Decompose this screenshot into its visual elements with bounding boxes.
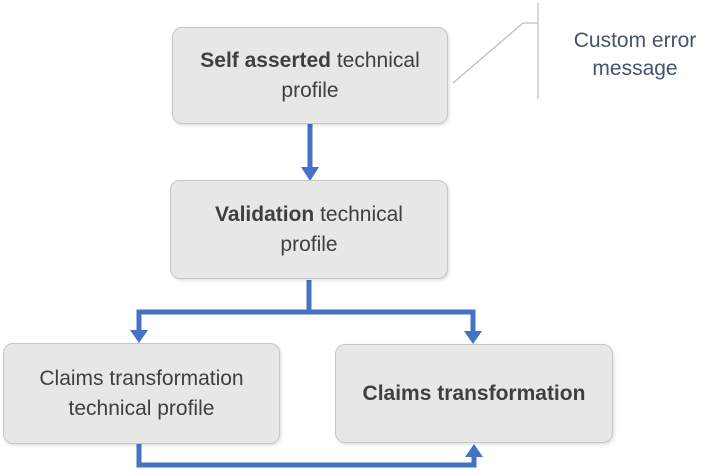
connector-branch-bar (136, 309, 476, 332)
callout-leader-line (452, 22, 538, 84)
node-label-bold: Claims transformation (362, 381, 586, 405)
node-self-asserted-technical-profile: Self asserted technical profile (172, 27, 448, 124)
node-validation-technical-profile: Validation technical profile (170, 180, 448, 279)
node-claims-transformation-technical-profile: Claims transformation technical profile (3, 343, 280, 444)
arrowhead-into-validation-icon (301, 167, 319, 181)
arrowhead-into-claims-transformation-icon (464, 331, 482, 344)
custom-error-message-label: Custom error message (573, 29, 697, 80)
node-label: Claims transformation technical profile (24, 364, 259, 424)
node-label-regular: Claims transformation technical profile (39, 366, 244, 420)
node-label: Self asserted technical profile (193, 46, 427, 106)
node-label: Validation technical profile (191, 200, 427, 260)
connector-claims-tp-to-claims-transformation (136, 444, 477, 468)
node-label: Claims transformation (363, 379, 586, 409)
arrowhead-into-claims-tp-icon (130, 330, 148, 343)
node-claims-transformation: Claims transformation (335, 344, 613, 443)
node-label-bold: Self asserted (200, 48, 332, 72)
arrowhead-up-into-claims-transformation-icon (465, 444, 483, 457)
node-label-bold: Validation (215, 202, 315, 226)
node-label-regular: technical profile (280, 202, 403, 256)
node-label-regular: technical profile (281, 48, 420, 102)
